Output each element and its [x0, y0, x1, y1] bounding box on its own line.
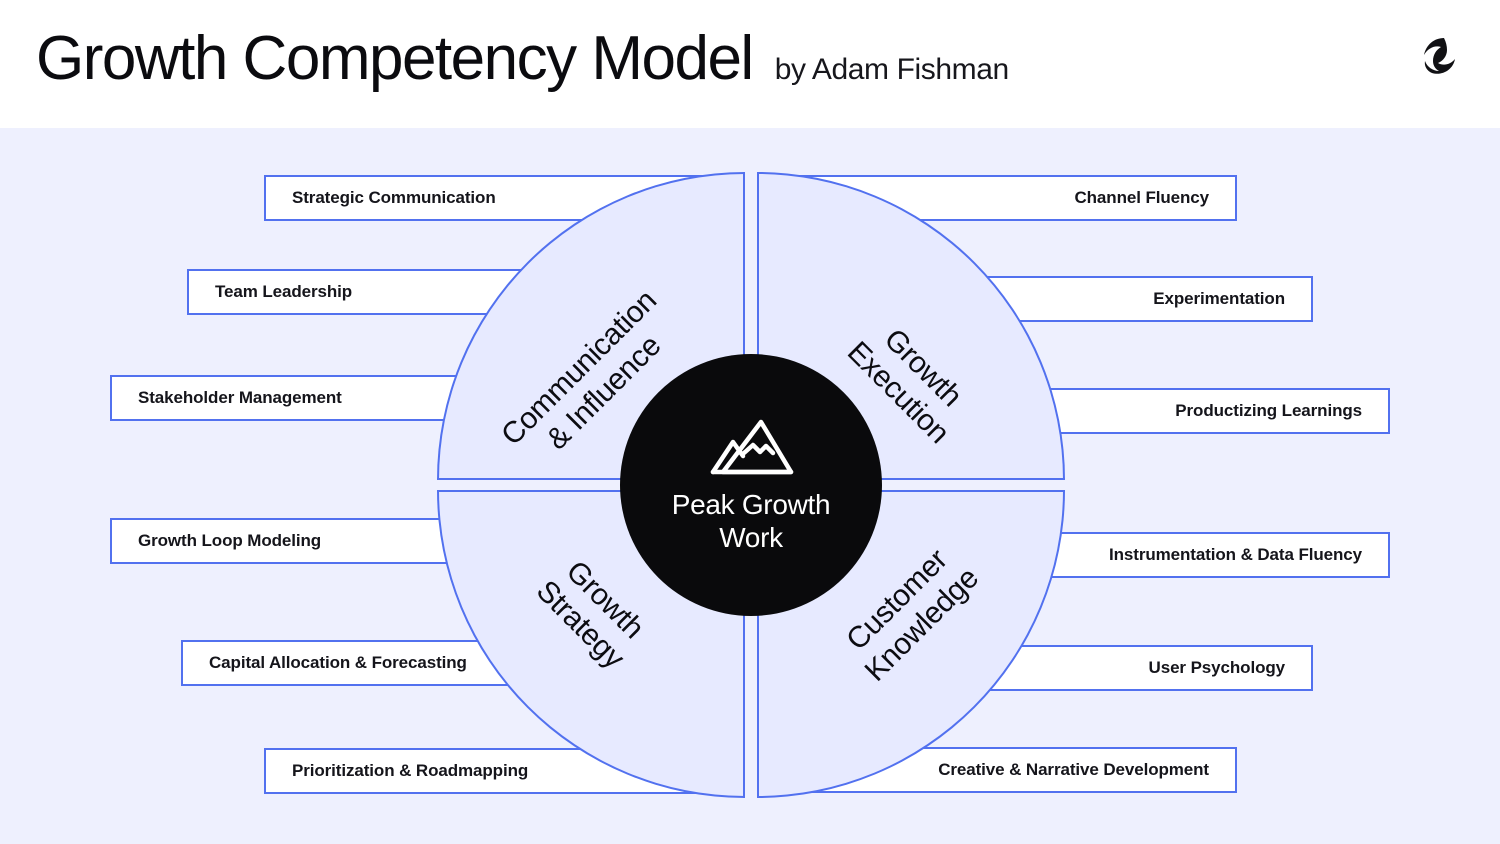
center-hub-label: Peak Growth Work — [671, 488, 831, 553]
competency-label: Instrumentation & Data Fluency — [1109, 545, 1362, 564]
mountain-peak-icon — [703, 416, 799, 478]
brand-r-logo-icon — [1414, 30, 1462, 78]
header-title-group: Growth Competency Model by Adam Fishman — [36, 28, 1009, 90]
competency-label: Prioritization & Roadmapping — [292, 761, 529, 780]
competency-label: Growth Loop Modeling — [138, 531, 322, 550]
competency-label: Capital Allocation & Forecasting — [209, 653, 467, 672]
competency-label: Creative & Narrative Development — [938, 760, 1209, 779]
competency-label: Channel Fluency — [1074, 188, 1209, 207]
competency-diagram: Strategic Communication Team Leadership … — [0, 128, 1500, 844]
competency-label: Team Leadership — [215, 282, 353, 301]
page-title: Growth Competency Model — [36, 24, 754, 93]
competency-label: Strategic Communication — [292, 188, 496, 207]
competency-label: Stakeholder Management — [138, 388, 342, 407]
center-hub[interactable]: Peak Growth Work — [620, 354, 882, 616]
page-header: Growth Competency Model by Adam Fishman — [0, 0, 1500, 128]
author-byline: by Adam Fishman — [774, 53, 1010, 86]
competency-label: Experimentation — [1153, 289, 1285, 308]
competency-label: Productizing Learnings — [1175, 401, 1362, 420]
competency-label: User Psychology — [1148, 658, 1286, 677]
